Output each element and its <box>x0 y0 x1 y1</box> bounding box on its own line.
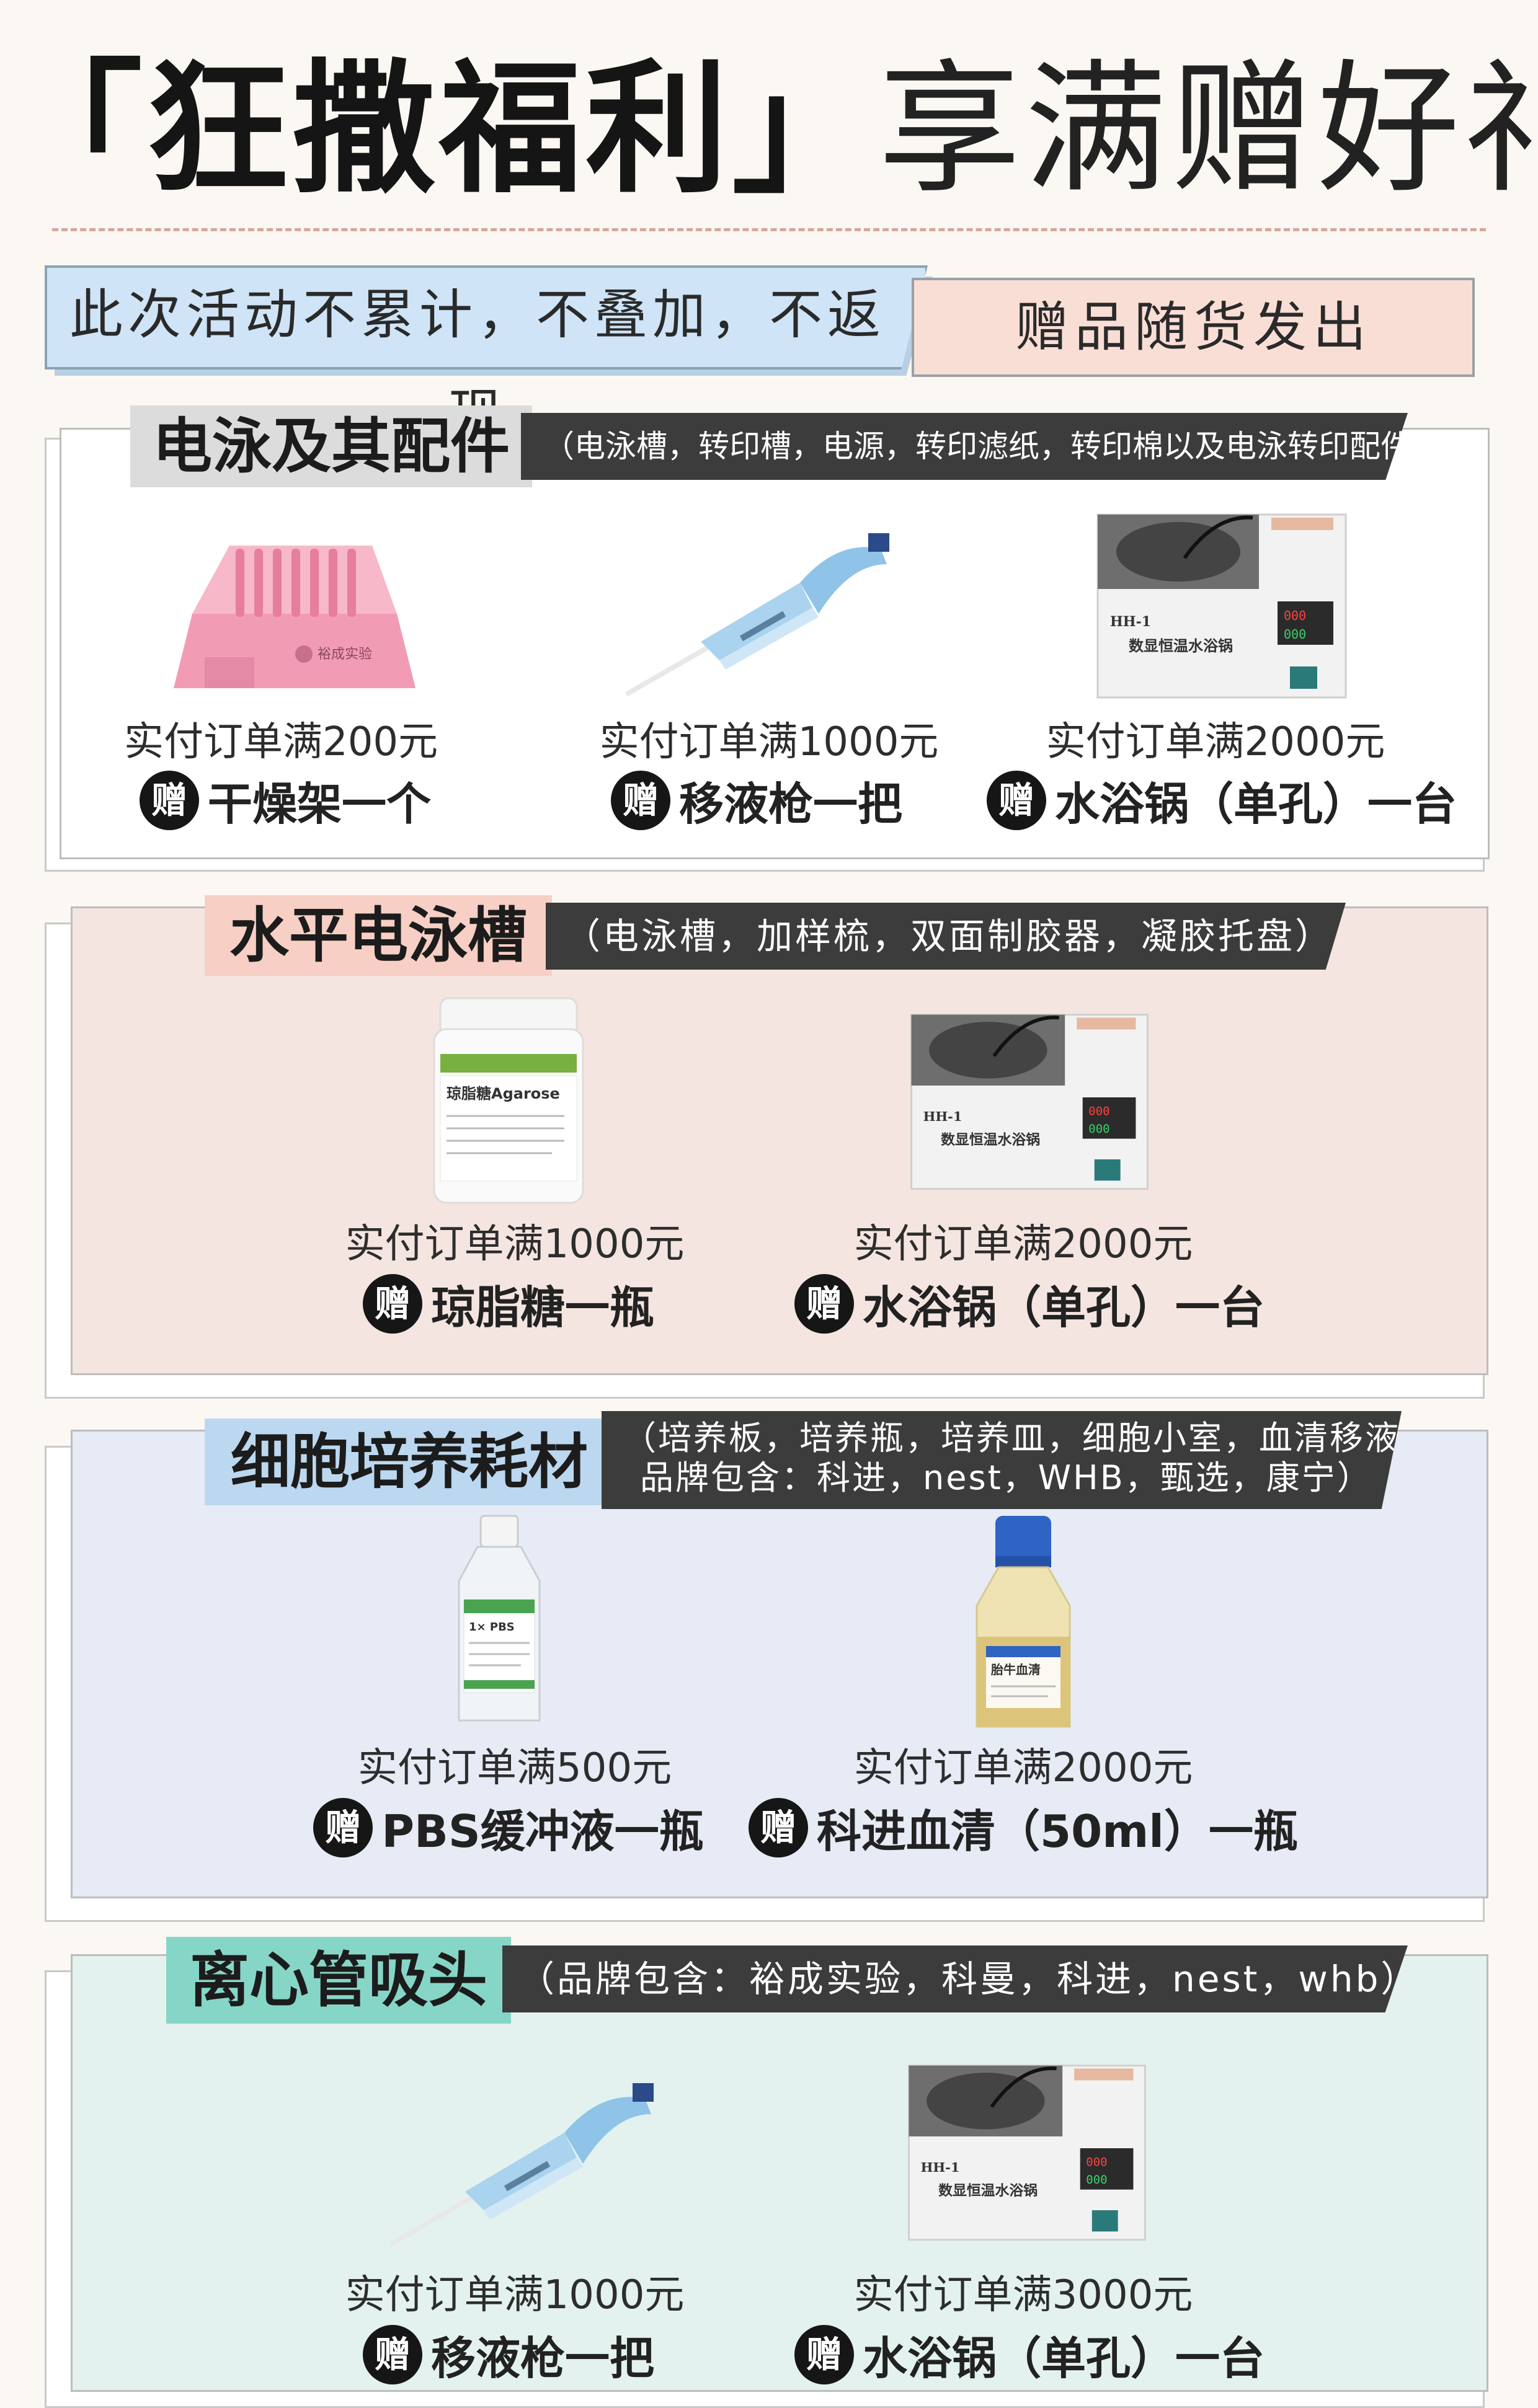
section3-subtitle-line2: 品牌包含：科进，nest，WHB，甄选，康宁） <box>640 1458 1372 1497</box>
section2-subtitle: （电泳槽，加样梳，双面制胶器，凝胶托盘） <box>546 903 1346 970</box>
serum-bottle-icon: 胎牛血清 <box>976 1516 1071 1728</box>
s2-item1-gift: 赠琼脂糖一瓶 <box>322 1271 695 1336</box>
pipette-image-1 <box>614 515 905 701</box>
agarose-bottle-image: 琼脂糖Agarose <box>428 992 589 1209</box>
svg-text:HH-1: HH-1 <box>921 2159 960 2175</box>
gift-badge-icon: 赠 <box>749 1797 809 1857</box>
page-headline: 「狂撒福利」享满赠好礼 <box>0 43 1538 217</box>
pipette-icon <box>389 2083 654 2247</box>
svg-text:000: 000 <box>1086 2156 1107 2169</box>
banner-right-text: 赠品随货发出 <box>1015 296 1372 358</box>
water-bath-image-1: 000 000 HH-1 数显恒温水浴锅 <box>1091 502 1352 701</box>
gift-badge-icon: 赠 <box>139 770 199 830</box>
s1-item3-gift: 赠水浴锅（单孔）一台 <box>986 768 1457 833</box>
s4-item2-gift: 赠水浴锅（单孔）一台 <box>794 2322 1265 2387</box>
gift-badge-icon: 赠 <box>794 1273 854 1334</box>
gift-badge-icon: 赠 <box>794 2324 854 2384</box>
headline-right: 享满赠好礼 <box>878 47 1538 213</box>
section3-subtitle-line1: （培养板，培养瓶，培养皿，细胞小室，血清移液管 <box>623 1419 1436 1458</box>
gift-badge-icon: 赠 <box>610 770 670 830</box>
section4-title: 离心管吸头 <box>166 1937 511 2024</box>
svg-text:琼脂糖Agarose: 琼脂糖Agarose <box>447 1085 560 1102</box>
agarose-bottle-icon: 琼脂糖Agarose <box>433 997 584 1204</box>
pink-drying-rack-icon: 裕成实验 <box>174 546 416 688</box>
svg-text:裕成实验: 裕成实验 <box>318 647 372 662</box>
gift-badge-icon: 赠 <box>986 770 1046 830</box>
section2-title: 水平电泳槽 <box>205 895 552 976</box>
pipette-image-2 <box>378 2065 670 2251</box>
gift-badge-icon: 赠 <box>362 2324 422 2384</box>
section2-card <box>71 906 1488 1375</box>
serum-bottle-image: 胎牛血清 <box>967 1513 1079 1736</box>
s2-item1-condition: 实付订单满1000元 <box>345 1221 685 1267</box>
pipette-icon <box>625 533 889 697</box>
svg-text:000: 000 <box>1086 2173 1107 2187</box>
s3-item2-gift: 赠科进血清（50ml）一瓶 <box>744 1795 1302 1860</box>
svg-text:HH-1: HH-1 <box>1110 614 1151 630</box>
svg-text:HH-1: HH-1 <box>923 1109 962 1124</box>
water-bath-image-2: 000 000 HH-1 数显恒温水浴锅 <box>905 998 1154 1197</box>
svg-text:000: 000 <box>1284 608 1306 623</box>
svg-text:1× PBS: 1× PBS <box>469 1621 515 1634</box>
water-bath-icon: 000 000 HH-1 数显恒温水浴锅 <box>908 2065 1146 2241</box>
s4-item1-gift: 赠移液枪一把 <box>322 2322 695 2387</box>
headline-left: 「狂撒福利」 <box>0 47 879 213</box>
water-bath-image-3: 000 000 HH-1 数显恒温水浴锅 <box>903 2046 1151 2251</box>
banner-left-text: 此次活动不累计，不叠加，不返现 <box>69 284 886 445</box>
banner-right <box>912 278 1475 377</box>
dashed-divider <box>52 228 1486 231</box>
svg-text:数显恒温水浴锅: 数显恒温水浴锅 <box>941 1131 1040 1148</box>
water-bath-icon: 000 000 HH-1 数显恒温水浴锅 <box>1096 513 1347 699</box>
s2-item2-gift: 赠水浴锅（单孔）一台 <box>794 1271 1265 1336</box>
water-bath-icon: 000 000 HH-1 数显恒温水浴锅 <box>910 1014 1149 1190</box>
svg-text:数显恒温水浴锅: 数显恒温水浴锅 <box>938 2182 1038 2199</box>
s3-item1-condition: 实付订单满500元 <box>357 1745 672 1791</box>
s2-item2-condition: 实付订单满2000元 <box>853 1221 1193 1267</box>
svg-text:胎牛血清: 胎牛血清 <box>990 1662 1041 1677</box>
svg-text:000: 000 <box>1088 1105 1109 1118</box>
section4-subtitle: （品牌包含：裕成实验，科曼，科进，nest，whb） <box>502 1945 1408 2012</box>
pbs-bottle-image: 1× PBS <box>447 1513 552 1730</box>
s3-item2-condition: 实付订单满2000元 <box>853 1745 1193 1791</box>
svg-text:数显恒温水浴锅: 数显恒温水浴锅 <box>1129 637 1233 655</box>
section3-title: 细胞培养耗材 <box>205 1419 614 1505</box>
s4-item2-condition: 实付订单满3000元 <box>853 2272 1193 2318</box>
section3-subtitle: （培养板，培养瓶，培养皿，细胞小室，血清移液管 品牌包含：科进，nest，WHB… <box>602 1411 1402 1509</box>
section1-title: 电泳及其配件 <box>130 405 532 487</box>
section1-subtitle: （电泳槽，转印槽，电源，转印滤纸，转印棉以及电泳转印配件） <box>521 413 1408 480</box>
s1-item1-condition: 实付订单满200元 <box>124 719 438 765</box>
s4-item1-condition: 实付订单满1000元 <box>345 2272 685 2318</box>
s1-item2-gift: 赠移液枪一把 <box>571 768 943 833</box>
svg-text:000: 000 <box>1284 627 1306 642</box>
drying-rack-image: 裕成实验 <box>167 521 428 701</box>
gift-badge-icon: 赠 <box>313 1797 373 1857</box>
s1-item1-gift: 赠干燥架一个 <box>99 768 471 833</box>
svg-text:000: 000 <box>1088 1122 1109 1136</box>
banner-left <box>45 265 928 370</box>
s1-item3-condition: 实付订单满2000元 <box>1046 719 1385 765</box>
s1-item2-condition: 实付订单满1000元 <box>599 719 939 765</box>
gift-badge-icon: 赠 <box>362 1273 422 1334</box>
pbs-bottle-icon: 1× PBS <box>458 1515 541 1722</box>
